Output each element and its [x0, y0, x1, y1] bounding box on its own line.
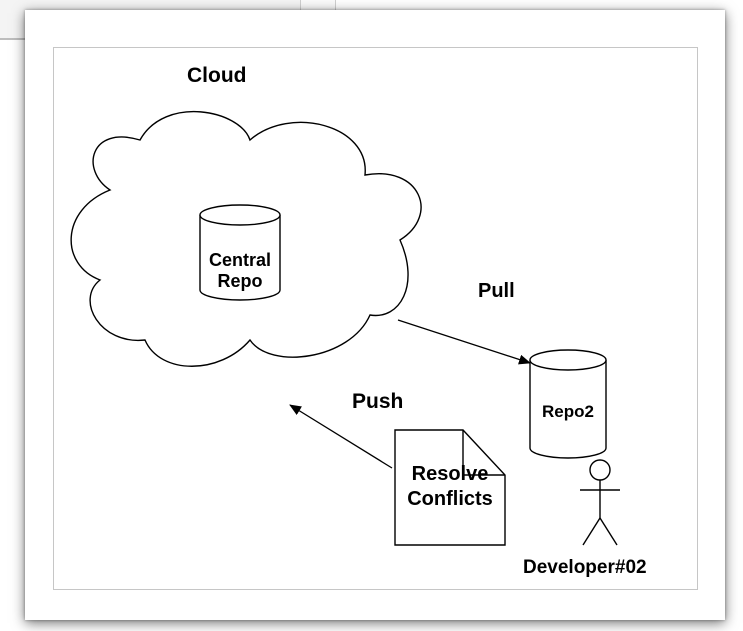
repo2-label: Repo2	[542, 402, 594, 421]
pull-arrow	[397, 319, 531, 365]
cloud-label: Cloud	[187, 64, 247, 87]
resolve-conflicts-note	[394, 429, 506, 546]
central-repo-label-line1: Central	[208, 250, 271, 270]
repo2-cylinder	[529, 349, 607, 459]
pull-label: Pull	[478, 280, 515, 302]
resolve-conflicts-label-line2: Conflicts	[407, 488, 493, 510]
developer-label: Developer#02	[523, 557, 647, 578]
central-repo-label-line2: Repo	[217, 270, 263, 291]
push-arrow	[289, 404, 393, 469]
central-repo-cylinder	[199, 204, 281, 301]
diagram-frame	[53, 47, 698, 590]
central-repo-label: Central Repo	[195, 250, 285, 291]
push-label: Push	[352, 390, 404, 413]
resolve-conflicts-label-line1: Resolve	[411, 463, 489, 485]
resolve-conflicts-label: Resolve Conflicts	[398, 462, 502, 512]
developer-stick-figure	[580, 459, 620, 546]
